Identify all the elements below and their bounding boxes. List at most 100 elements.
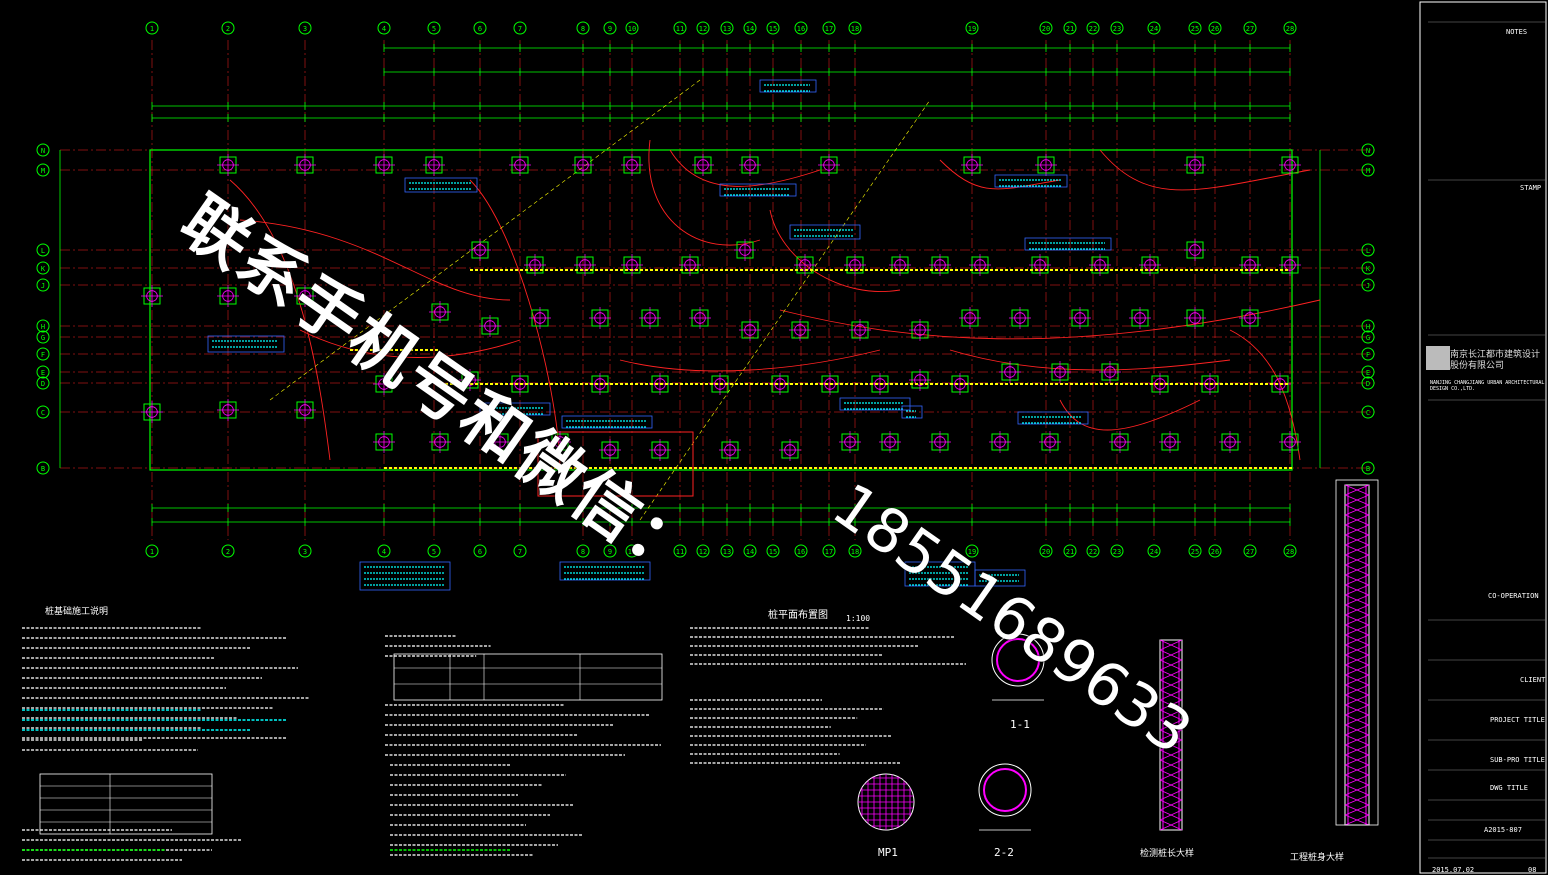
- test-pile-elevation-spiral: [1159, 719, 1183, 731]
- grid-col-label-bottom: 22: [1089, 548, 1097, 556]
- grid-row-label-right: F: [1366, 351, 1370, 359]
- grid-col-bubble-top: [720, 21, 734, 35]
- grid-col-label-top: 7: [518, 25, 522, 33]
- grid-col-bubble-bottom: [1188, 544, 1202, 558]
- grid-col-bubble-bottom: [720, 544, 734, 558]
- grid-col-label-top: 18: [851, 25, 859, 33]
- grid-col-bubble-bottom: [298, 544, 312, 558]
- test-pile-elevation: [1159, 639, 1183, 831]
- grid-col-label-bottom: 20: [1042, 548, 1050, 556]
- grid-col-bubble-top: [1243, 21, 1257, 35]
- grid-col-label-bottom: 5: [432, 548, 436, 556]
- contour-curve: [229, 179, 331, 461]
- test-pile-elevation-spiral: [1159, 669, 1183, 681]
- grid-row-label-left: D: [41, 380, 45, 388]
- grid-row-label-right: K: [1366, 265, 1371, 273]
- work-pile-outline: [1335, 479, 1379, 826]
- grid-row-bubble-right: [1361, 243, 1375, 257]
- grid-col-bubble-bottom: [473, 544, 487, 558]
- work-pile-elevation-spiral: [1344, 644, 1370, 656]
- annotation-box: [1017, 411, 1089, 425]
- grid-col-label-top: 23: [1113, 25, 1121, 33]
- grid-row-bubble-left: [36, 278, 50, 292]
- grid-col-label-bottom: 6: [478, 548, 482, 556]
- grid-col-bubble-bottom: [696, 544, 710, 558]
- work-pile-elevation-spiral: [1344, 564, 1370, 576]
- grid-row-label-left: N: [41, 147, 45, 155]
- grid-col-label-top: 2: [226, 25, 230, 33]
- grid-col-label-bottom: 3: [303, 548, 307, 556]
- grid-row-bubble-right: [1361, 319, 1375, 333]
- test-pile-elevation-spiral: [1159, 809, 1183, 821]
- test-pile-elevation-spiral: [1159, 749, 1183, 761]
- grid-row-label-left: H: [41, 323, 45, 331]
- grid-row-bubble-left: [36, 330, 50, 344]
- grid-row-label-right: J: [1366, 282, 1370, 290]
- contour-curve: [648, 139, 761, 246]
- drawing-number: 08: [1528, 866, 1537, 874]
- test-pile-elevation-spiral: [1159, 649, 1183, 661]
- grid-row-label-right: M: [1366, 167, 1370, 175]
- grid-col-bubble-bottom: [766, 544, 780, 558]
- grid-col-bubble-bottom: [1110, 544, 1124, 558]
- grid-col-bubble-bottom: [576, 544, 590, 558]
- work-pile-elevation-spiral: [1344, 784, 1370, 796]
- grid-row-bubble-left: [36, 347, 50, 361]
- grid-row-bubble-left: [36, 376, 50, 390]
- contour-curve: [299, 329, 521, 358]
- grid-col-label-top: 1: [150, 25, 154, 33]
- grid-col-bubble-bottom: [377, 544, 391, 558]
- contour-curve: [769, 209, 901, 292]
- grid-col-bubble-bottom: [848, 544, 862, 558]
- grid-col-bubble-bottom: [145, 544, 159, 558]
- client-label: CLIENT: [1520, 676, 1546, 684]
- grid-row-label-right: G: [1366, 334, 1370, 342]
- grid-row-bubble-right: [1361, 376, 1375, 390]
- grid-col-label-top: 15: [769, 25, 777, 33]
- details: [22, 1, 1547, 874]
- detail-label-1: 检测桩长大样: [1140, 849, 1195, 859]
- grid-col-label-bottom: 28: [1286, 548, 1294, 556]
- grid-col-label-bottom: 13: [723, 548, 731, 556]
- grid-col-bubble-bottom: [1086, 544, 1100, 558]
- notes-table-1: [39, 773, 213, 835]
- guide-line: [639, 99, 931, 521]
- grid-row-label-right: L: [1366, 247, 1370, 255]
- grid-col-bubble-top: [145, 21, 159, 35]
- highlight-box: [537, 431, 694, 497]
- annotation-box: [901, 405, 923, 419]
- grid-col-label-bottom: 27: [1246, 548, 1254, 556]
- subproject-label: SUB-PRO TITLE: [1490, 756, 1545, 764]
- grid-row-bubble-right: [1361, 347, 1375, 361]
- grid-col-label-bottom: 21: [1066, 548, 1074, 556]
- axis-grid: [60, 40, 1375, 540]
- grid-col-bubble-bottom: [794, 544, 808, 558]
- grid-col-bubble-top: [766, 21, 780, 35]
- grid-col-bubble-top: [576, 21, 590, 35]
- grid-row-label-right: H: [1366, 323, 1370, 331]
- grid-col-label-bottom: 19: [968, 548, 976, 556]
- grid-col-bubble-bottom: [427, 544, 441, 558]
- grid-row-bubble-left: [36, 405, 50, 419]
- grid-col-label-top: 22: [1089, 25, 1097, 33]
- grid-col-bubble-top: [673, 21, 687, 35]
- grid-col-label-bottom: 18: [851, 548, 859, 556]
- grid-row-bubble-left: [36, 319, 50, 333]
- contour-curve: [779, 299, 1321, 340]
- title-block: NOTES STAMP 南京长江都市建筑设计股份有限公司 NANJING CHA…: [1420, 0, 1548, 875]
- grid-col-bubble-top: [848, 21, 862, 35]
- grid-col-bubble-top: [513, 21, 527, 35]
- grid-col-label-bottom: 23: [1113, 548, 1121, 556]
- grid-col-bubble-bottom: [1283, 544, 1297, 558]
- building-outline: [149, 149, 1293, 471]
- grid-col-bubble-top: [822, 21, 836, 35]
- guide-line: [269, 79, 701, 401]
- annotation-box: [359, 561, 451, 591]
- grid-col-bubble-bottom: [1063, 544, 1077, 558]
- work-pile-elevation-spiral: [1344, 514, 1370, 526]
- middle-scale: 1:100: [846, 614, 871, 623]
- test-pile-elevation-spiral: [1159, 699, 1183, 711]
- grid-row-label-left: E: [41, 369, 45, 377]
- grid-col-bubble-bottom: [1243, 544, 1257, 558]
- grid-col-label-bottom: 10: [628, 548, 636, 556]
